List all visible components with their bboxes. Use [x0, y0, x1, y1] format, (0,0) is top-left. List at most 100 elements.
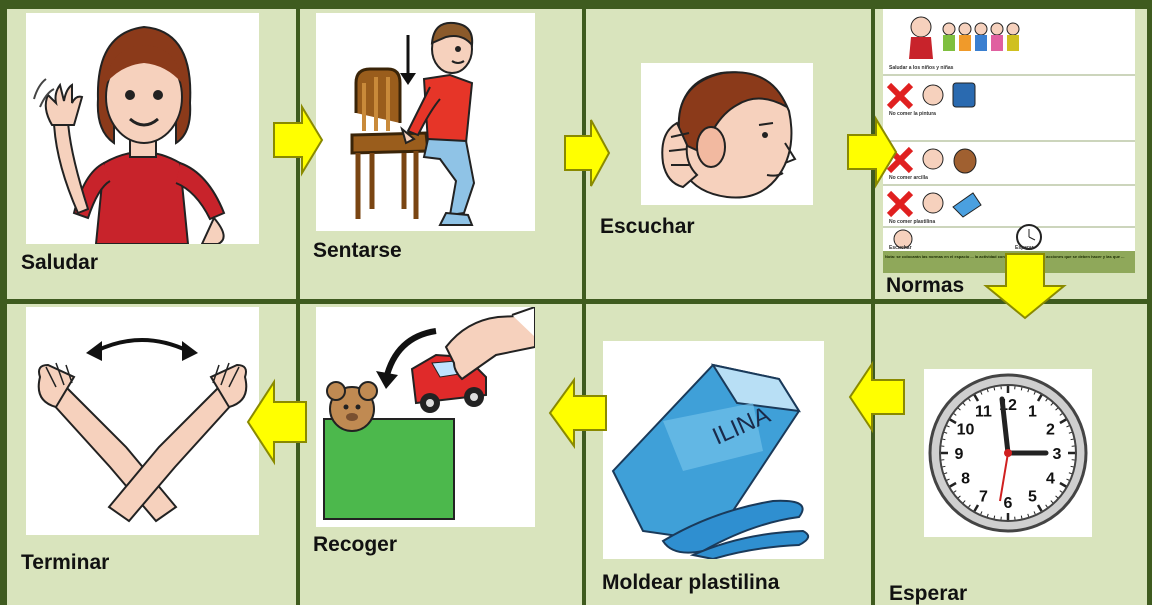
grid-border-middle: [0, 299, 1152, 304]
clock-tick: [1055, 495, 1059, 499]
clock-tick: [1066, 478, 1070, 481]
clock-tick: [1050, 402, 1054, 406]
clock-tick: [1027, 389, 1030, 393]
clock-tick: [1045, 398, 1048, 402]
clock-tick: [942, 438, 946, 441]
clock-number: 3: [1053, 446, 1062, 463]
grid-border-top: [0, 0, 1152, 9]
grid-divider-2: [582, 0, 586, 605]
step-sentarse: Sentarse: [300, 9, 582, 299]
clock-tick: [962, 402, 966, 406]
rule-text: Escuchar: [889, 245, 912, 251]
rule-text: Saludar a los niños y niñas: [889, 65, 954, 71]
grid-border-left: [0, 0, 7, 605]
rule-text: No comer arcilla: [889, 175, 928, 181]
clock-tick: [1070, 465, 1074, 468]
clock-tick: [1020, 515, 1023, 519]
clock-number: 5: [1028, 488, 1037, 505]
plasticine-pack-icon: ILINA: [603, 341, 824, 559]
listening-head-icon: [641, 63, 813, 205]
arrow-right-icon: [272, 103, 324, 177]
clock-tick: [1059, 418, 1067, 425]
clock-number: 2: [1046, 422, 1055, 439]
step-label: Moldear plastilina: [602, 571, 780, 594]
clock-tick: [1020, 387, 1023, 391]
clock-tick: [1055, 407, 1059, 411]
clock-number: 7: [979, 488, 988, 505]
clock-tick: [944, 472, 948, 475]
step-label: Terminar: [21, 551, 110, 574]
clock-tick: [1036, 504, 1043, 512]
step-label: Saludar: [21, 251, 99, 274]
clock-tick: [942, 465, 946, 468]
clock-tick: [1033, 391, 1036, 395]
clock-tick: [1059, 490, 1063, 493]
arrow-left-icon: [548, 376, 608, 450]
clock-number: 8: [961, 471, 970, 488]
grid-divider-1: [296, 0, 300, 605]
clock-tick: [968, 398, 971, 402]
rule-text: Esperar: [1015, 245, 1034, 251]
step-saludar: Saludar: [7, 9, 296, 299]
clock-tick: [1066, 425, 1070, 428]
clock-tick: [980, 511, 983, 515]
clock-tick: [1068, 472, 1072, 475]
clock-number: 9: [955, 446, 964, 463]
arrow-left-icon: [246, 378, 308, 466]
clock-tick: [1050, 500, 1054, 504]
step-normas: Saludar a los niños y niñas No comer la …: [875, 9, 1147, 299]
clock-number: 11: [975, 404, 992, 421]
clock-tick: [1070, 438, 1074, 441]
step-label: Recoger: [313, 533, 398, 556]
clock-tick: [946, 425, 950, 428]
clock-tick: [1033, 511, 1036, 515]
clock-tick: [968, 504, 971, 508]
arrow-right-icon: [563, 118, 611, 188]
clock-tick: [957, 495, 961, 499]
rule-note: Nota: se colocarán las normas en el espa…: [885, 254, 1125, 259]
clock-tick: [953, 490, 957, 493]
clock-tick: [993, 515, 996, 519]
step-label: Esperar: [889, 582, 968, 605]
clock-tick: [953, 413, 957, 416]
grid-border-right: [1147, 0, 1152, 605]
clock-tick: [1036, 394, 1043, 402]
rule-text: No comer la pintura: [889, 111, 936, 117]
toys-in-box-icon: [316, 307, 535, 527]
clock-tick: [949, 481, 957, 488]
clock-number: 4: [1046, 471, 1055, 488]
clock-tick: [973, 394, 980, 402]
clock-tick: [980, 391, 983, 395]
clock-number: 6: [1004, 495, 1013, 512]
clock-tick: [1059, 413, 1063, 416]
step-label: Sentarse: [313, 239, 402, 262]
crossed-hands-icon: [26, 307, 259, 535]
clock-number: 1: [1028, 404, 1037, 421]
step-label: Normas: [886, 274, 965, 297]
clock-tick: [993, 387, 996, 391]
clock-tick: [957, 407, 961, 411]
clock-tick: [962, 500, 966, 504]
step-terminar: Terminar: [7, 304, 296, 605]
clock-tick: [949, 418, 957, 425]
clock-tick: [1059, 481, 1067, 488]
step-recoger: Recoger: [300, 304, 582, 605]
rule-text: No comer plastilina: [889, 219, 936, 225]
clock-tick: [946, 478, 950, 481]
clock-tick: [1027, 513, 1030, 517]
clock-number: 10: [957, 422, 975, 439]
clock-tick: [1068, 431, 1072, 434]
step-escuchar: Escuchar: [586, 9, 871, 299]
clock-tick: [973, 504, 980, 512]
arrow-right-icon: [846, 115, 898, 189]
grid-divider-3: [871, 0, 875, 605]
clock-tick: [986, 389, 989, 393]
arrow-left-icon: [848, 360, 906, 434]
rules-sheet-icon: Saludar a los niños y niñas No comer la …: [883, 9, 1135, 273]
boy-sitting-on-chair-icon: [316, 13, 535, 231]
clock-tick: [944, 431, 948, 434]
step-moldear: ILINA Moldear plastilina: [586, 304, 871, 605]
